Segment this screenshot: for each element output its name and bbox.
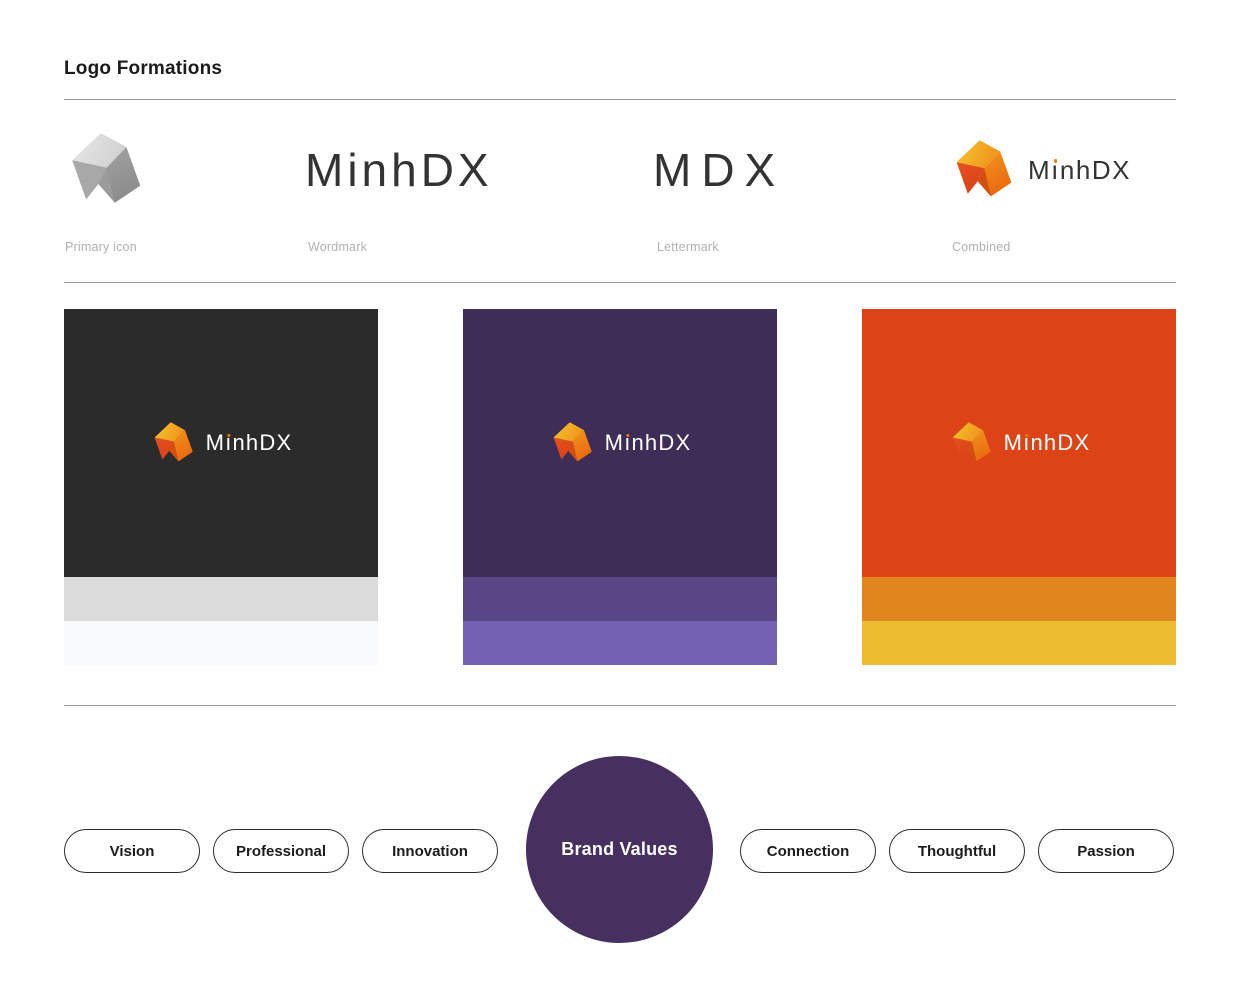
card-strip-yellow xyxy=(862,621,1176,665)
card-wordmark-text: MınhDX xyxy=(205,430,293,455)
minhdx-logo-lockup: MınhDX xyxy=(549,420,692,466)
brand-card-charcoal: MınhDX xyxy=(64,309,378,665)
primary-icon-formation xyxy=(64,100,146,240)
brand-card-orange: MınhDX xyxy=(862,309,1176,665)
orange-dot-i: ı xyxy=(225,430,233,455)
minhdx-star-icon xyxy=(150,420,196,466)
orange-dot-i: ı xyxy=(1023,430,1031,455)
combined-wordmark-text: MınhDX xyxy=(1028,155,1131,185)
caption-wordmark: Wordmark xyxy=(308,240,368,254)
brand-values-diagram: Vision Professional Innovation Brand Val… xyxy=(64,706,1176,989)
minhdx-star-icon xyxy=(950,137,1016,203)
minhdx-logo-lockup: MınhDX xyxy=(948,420,1091,466)
minhdx-star-icon xyxy=(948,420,994,466)
card-main-purple: MınhDX xyxy=(463,309,777,577)
values-divider xyxy=(64,705,1176,706)
card-wordmark-text: MınhDX xyxy=(604,430,692,455)
card-strip-light-purple xyxy=(463,621,777,665)
brand-values-label: Brand Values xyxy=(561,839,678,859)
card-strip-orange xyxy=(862,577,1176,621)
card-strip-medium-purple xyxy=(463,577,777,621)
lettermark-text: MDX xyxy=(653,144,786,196)
minhdx-star-icon xyxy=(64,128,146,212)
lettermark-formation: MDX xyxy=(653,100,785,240)
value-pill-professional: Professional xyxy=(213,829,349,873)
combined-logo-formation: MınhDX xyxy=(950,100,1131,240)
wordmark-formation: MinhDX xyxy=(305,100,493,240)
value-pill-thoughtful: Thoughtful xyxy=(889,829,1025,873)
header-divider xyxy=(64,99,1176,100)
brand-card-purple: MınhDX xyxy=(463,309,777,665)
card-main-orange: MınhDX xyxy=(862,309,1176,577)
value-pill-connection: Connection xyxy=(740,829,876,873)
logo-formations-row: MinhDX MDX MınhDX Primary icon Wordmark … xyxy=(64,100,1176,283)
card-main-charcoal: MınhDX xyxy=(64,309,378,577)
card-strip-light-gray xyxy=(64,577,378,621)
orange-dot-i: ı xyxy=(1051,155,1060,185)
wordmark-text: MinhDX xyxy=(305,144,493,196)
brand-values-circle: Brand Values xyxy=(526,756,713,943)
value-pill-passion: Passion xyxy=(1038,829,1174,873)
caption-combined: Combined xyxy=(952,240,1011,254)
color-cards-row: MınhDX MınhDX MınhDX xyxy=(64,309,1176,665)
minhdx-star-icon xyxy=(549,420,595,466)
card-wordmark-text: MınhDX xyxy=(1003,430,1091,455)
page-title: Logo Formations xyxy=(64,58,223,79)
minhdx-logo-lockup: MınhDX xyxy=(150,420,293,466)
value-pill-vision: Vision xyxy=(64,829,200,873)
caption-primary-icon: Primary icon xyxy=(65,240,137,254)
value-pill-innovation: Innovation xyxy=(362,829,498,873)
combined-logo-lockup: MınhDX xyxy=(950,137,1131,203)
card-strip-off-white xyxy=(64,621,378,665)
caption-lettermark: Lettermark xyxy=(657,240,719,254)
orange-dot-i: ı xyxy=(624,430,632,455)
